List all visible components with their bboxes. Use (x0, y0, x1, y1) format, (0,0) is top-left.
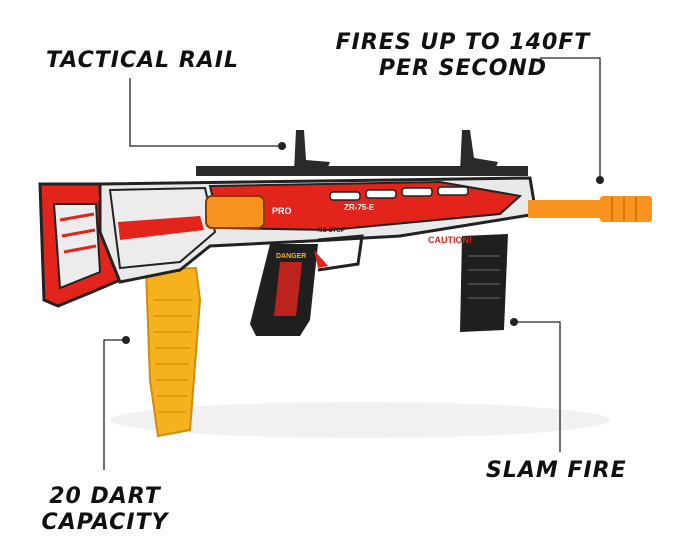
rear-sight (294, 130, 330, 172)
tactical-rail-label: TACTICAL RAIL (46, 48, 240, 73)
stock-panel (52, 203, 102, 290)
model-decal: ZR-75-E (344, 203, 375, 212)
dart-capacity-label: 20 DART CAPACITY (30, 484, 180, 536)
caution-decal: CAUTION! (428, 235, 472, 245)
callout-capacity-dot (122, 336, 130, 344)
danger-decal: DANGER (276, 253, 306, 260)
attention-decal: ATTENTION (60, 195, 100, 202)
trigger-guard (317, 234, 364, 272)
stock-stripes (59, 212, 97, 254)
no-stop-decal: NO STOP (318, 228, 345, 234)
callout-lines (103, 57, 601, 470)
dart-chamber (205, 195, 265, 229)
tactical-rail (196, 166, 528, 176)
muzzle-ribs (611, 197, 637, 221)
front-sight (460, 130, 498, 172)
pro-decal: PRO (272, 206, 292, 216)
callout-fires-dot (596, 176, 604, 184)
barrel (528, 200, 612, 218)
magazine-ribs (154, 299, 192, 413)
capacity-line-1: 20 DART (49, 484, 161, 509)
callout-rail-dot (278, 142, 286, 150)
fire-rate-label: FIRES UP TO 140FT PER SECOND (333, 30, 593, 82)
fore-grip-texture (468, 255, 500, 299)
callout-slam-line (514, 321, 561, 452)
magazine (144, 266, 202, 438)
vents (329, 186, 469, 201)
callout-rail-line (129, 78, 282, 147)
pistol-grip-accent (274, 262, 302, 316)
slam-fire-label: SLAM FIRE (486, 458, 627, 483)
callout-dots (122, 142, 604, 344)
callout-fires-line (540, 57, 601, 180)
floor-shadow (110, 402, 610, 438)
callout-capacity-line (103, 339, 126, 470)
capacity-line-2: CAPACITY (41, 510, 169, 535)
fire-rate-line-1: FIRES UP TO 140FT (335, 30, 591, 55)
trigger (314, 250, 328, 268)
fire-rate-line-2: PER SECOND (378, 56, 548, 81)
callout-slam-dot (510, 318, 518, 326)
rear-red-stripe (118, 216, 204, 240)
muzzle (600, 196, 652, 222)
